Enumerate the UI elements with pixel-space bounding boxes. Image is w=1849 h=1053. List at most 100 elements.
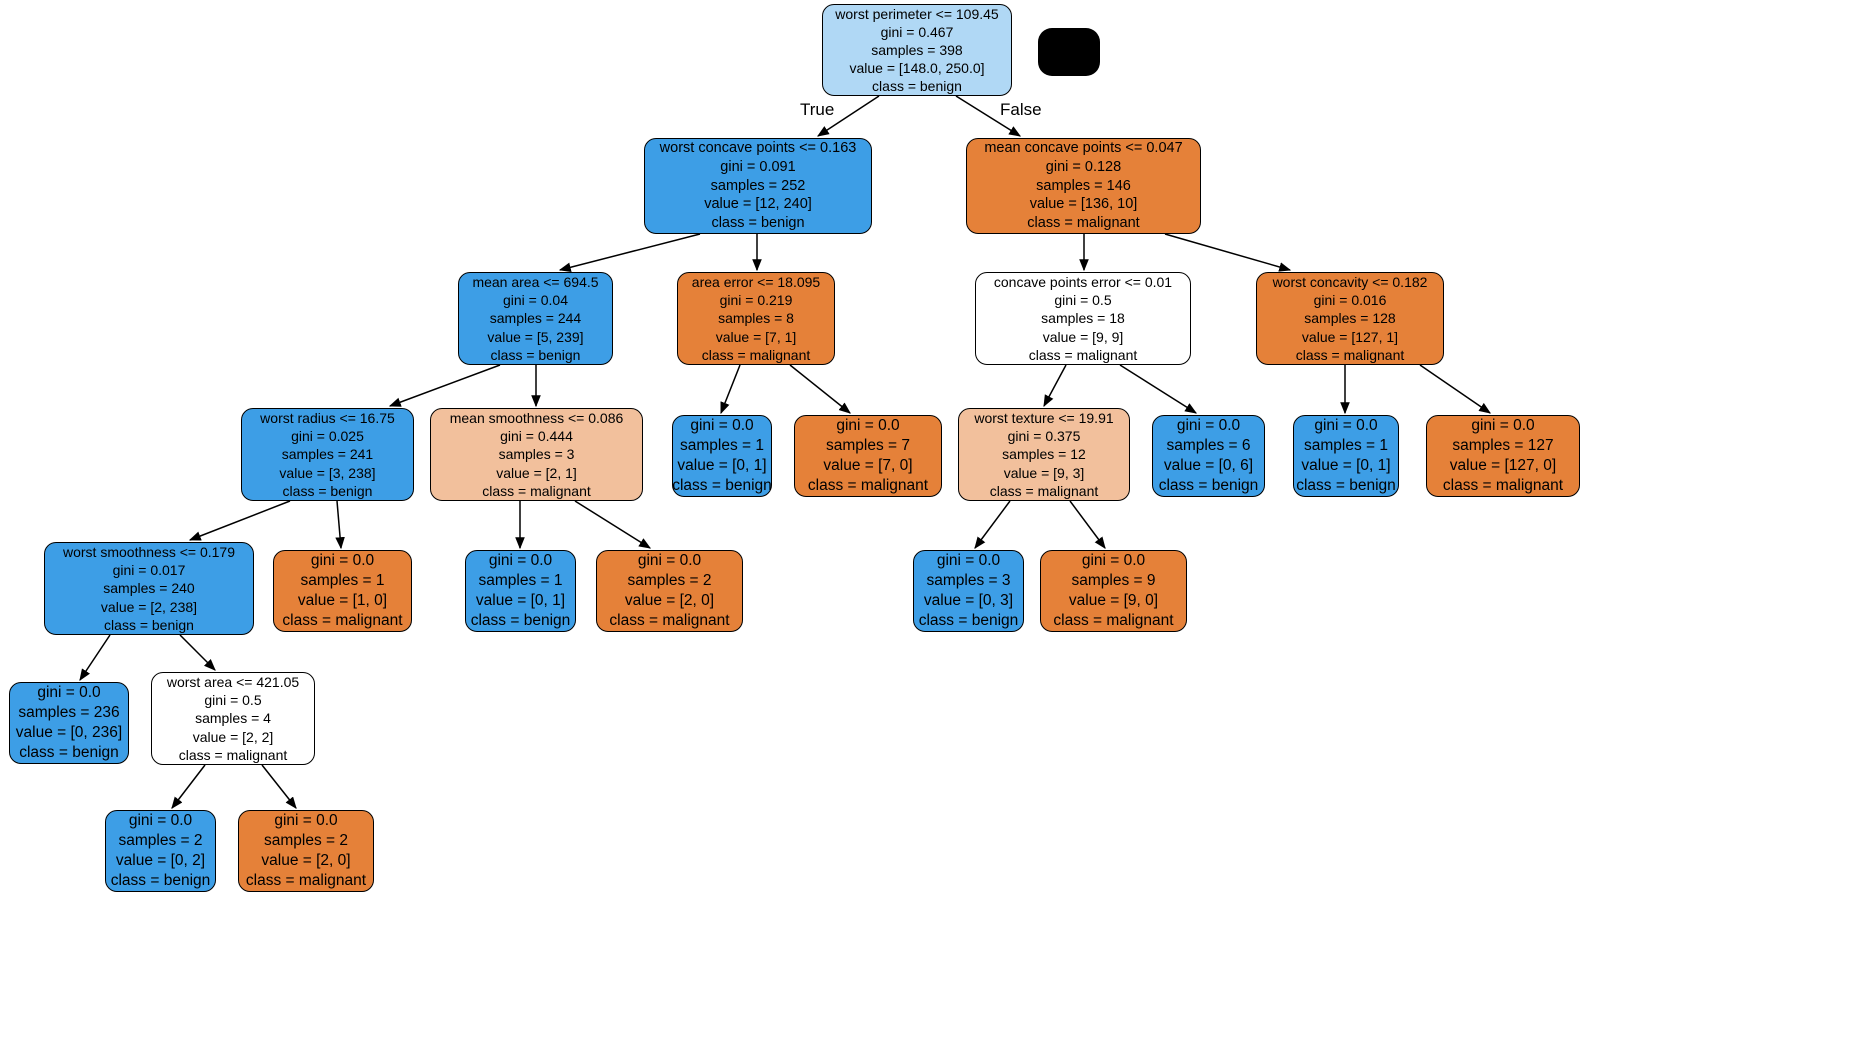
node-line-2: value = [0, 2] (115, 852, 206, 869)
tree-edge-n8-n18 (574, 500, 652, 549)
node-line-3: value = [12, 240] (704, 196, 812, 213)
node-line-3: value = [3, 238] (279, 464, 376, 481)
node-line-0: gini = 0.0 (1081, 551, 1146, 569)
node-line-1: gini = 0.025 (291, 428, 364, 445)
tree-edge-n6-n14 (1419, 364, 1491, 414)
node-line-0: gini = 0.0 (637, 551, 702, 569)
node-line-2: value = [0, 1] (475, 592, 566, 609)
node-line-4: class = malignant (482, 482, 591, 499)
node-line-3: value = [9, 9] (1042, 328, 1124, 345)
node-line-3: value = [2, 1] (496, 464, 577, 481)
node-line-0: mean area <= 694.5 (472, 274, 599, 291)
node-line-2: value = [0, 1] (677, 457, 767, 474)
node-line-1: gini = 0.5 (204, 692, 262, 709)
tree-edge-n4-n9 (720, 364, 741, 415)
node-line-0: worst perimeter <= 109.45 (835, 5, 999, 22)
node-line-1: samples = 3 (926, 571, 1011, 589)
node-line-1: samples = 2 (627, 571, 712, 589)
node-line-2: value = [127, 0] (1449, 457, 1557, 474)
node-line-0: gini = 0.0 (310, 551, 375, 569)
node-line-1: samples = 1 (680, 436, 765, 454)
node-line-4: class = malignant (1027, 215, 1140, 232)
node-line-1: gini = 0.467 (880, 23, 954, 40)
node-line-3: class = benign (1296, 477, 1396, 495)
node-line-1: samples = 1 (1304, 436, 1389, 454)
tree-edge-n22-n24 (261, 764, 297, 809)
false-label: False (1000, 100, 1042, 119)
node-line-0: mean concave points <= 0.047 (984, 139, 1183, 156)
tree-node-n18: gini = 0.0 samples = 2 value = [2, 0] class… (596, 550, 743, 632)
node-line-3: class = benign (470, 612, 571, 630)
node-line-0: concave points error <= 0.01 (993, 274, 1173, 291)
tree-edge-n5-n11 (1043, 364, 1067, 408)
node-line-4: class = malignant (1295, 346, 1405, 363)
node-line-1: gini = 0.444 (500, 428, 573, 445)
node-line-1: gini = 0.375 (1007, 428, 1081, 445)
node-line-2: value = [2, 0] (624, 592, 715, 609)
node-line-0: gini = 0.0 (1314, 416, 1378, 434)
tree-edge-n15-n21 (79, 634, 111, 681)
node-line-1: samples = 1 (478, 571, 563, 589)
node-line-1: gini = 0.128 (1045, 158, 1122, 175)
node-line-0: gini = 0.0 (1471, 416, 1535, 434)
tree-edge-n22-n23 (171, 764, 206, 809)
tree-node-n13: gini = 0.0 samples = 1 value = [0, 1] class… (1293, 415, 1399, 497)
node-line-3: value = [136, 10] (1029, 196, 1138, 213)
tree-edge-n5-n12 (1119, 364, 1198, 414)
node-line-2: samples = 252 (710, 177, 806, 194)
node-line-3: value = [127, 1] (1301, 328, 1399, 345)
node-line-4: class = benign (872, 78, 962, 95)
tree-edge-n1-n3 (558, 233, 701, 272)
node-line-3: value = [5, 239] (487, 328, 584, 345)
node-line-2: samples = 4 (195, 710, 271, 727)
node-line-0: area error <= 18.095 (691, 274, 821, 291)
node-line-2: value = [0, 1] (1301, 457, 1391, 474)
node-line-0: gini = 0.0 (37, 683, 101, 701)
tree-edge-n15-n22 (179, 634, 216, 671)
node-line-2: value = [7, 0] (823, 457, 913, 474)
node-line-2: samples = 128 (1304, 310, 1396, 327)
node-line-1: gini = 0.5 (1054, 292, 1112, 309)
node-line-1: samples = 127 (1452, 436, 1554, 454)
node-line-0: gini = 0.0 (690, 416, 754, 434)
node-line-1: gini = 0.017 (112, 562, 186, 579)
node-line-2: samples = 8 (718, 310, 794, 327)
node-line-4: class = malignant (701, 346, 811, 363)
node-line-3: value = [7, 1] (715, 328, 797, 345)
node-line-3: value = [9, 3] (1003, 464, 1085, 481)
node-line-1: samples = 236 (18, 703, 120, 721)
node-line-3: class = malignant (609, 612, 730, 630)
node-line-0: worst texture <= 19.91 (974, 410, 1114, 427)
node-line-2: value = [1, 0] (297, 592, 388, 609)
node-line-2: samples = 12 (1002, 446, 1086, 463)
node-line-1: gini = 0.04 (503, 292, 568, 309)
node-line-3: class = malignant (245, 872, 367, 890)
node-line-0: gini = 0.0 (128, 811, 193, 829)
node-line-2: samples = 244 (489, 310, 582, 327)
node-line-1: samples = 7 (825, 436, 910, 454)
node-line-3: value = [148.0, 250.0] (849, 60, 985, 77)
node-line-0: worst concavity <= 0.182 (1272, 274, 1428, 291)
node-line-3: class = malignant (1442, 477, 1564, 495)
node-line-1: gini = 0.219 (719, 292, 793, 309)
node-line-2: samples = 398 (871, 41, 963, 58)
node-line-0: gini = 0.0 (274, 811, 338, 829)
node-line-3: class = malignant (807, 477, 929, 495)
node-line-0: mean smoothness <= 0.086 (449, 410, 624, 427)
node-line-0: worst concave points <= 0.163 (659, 139, 857, 156)
